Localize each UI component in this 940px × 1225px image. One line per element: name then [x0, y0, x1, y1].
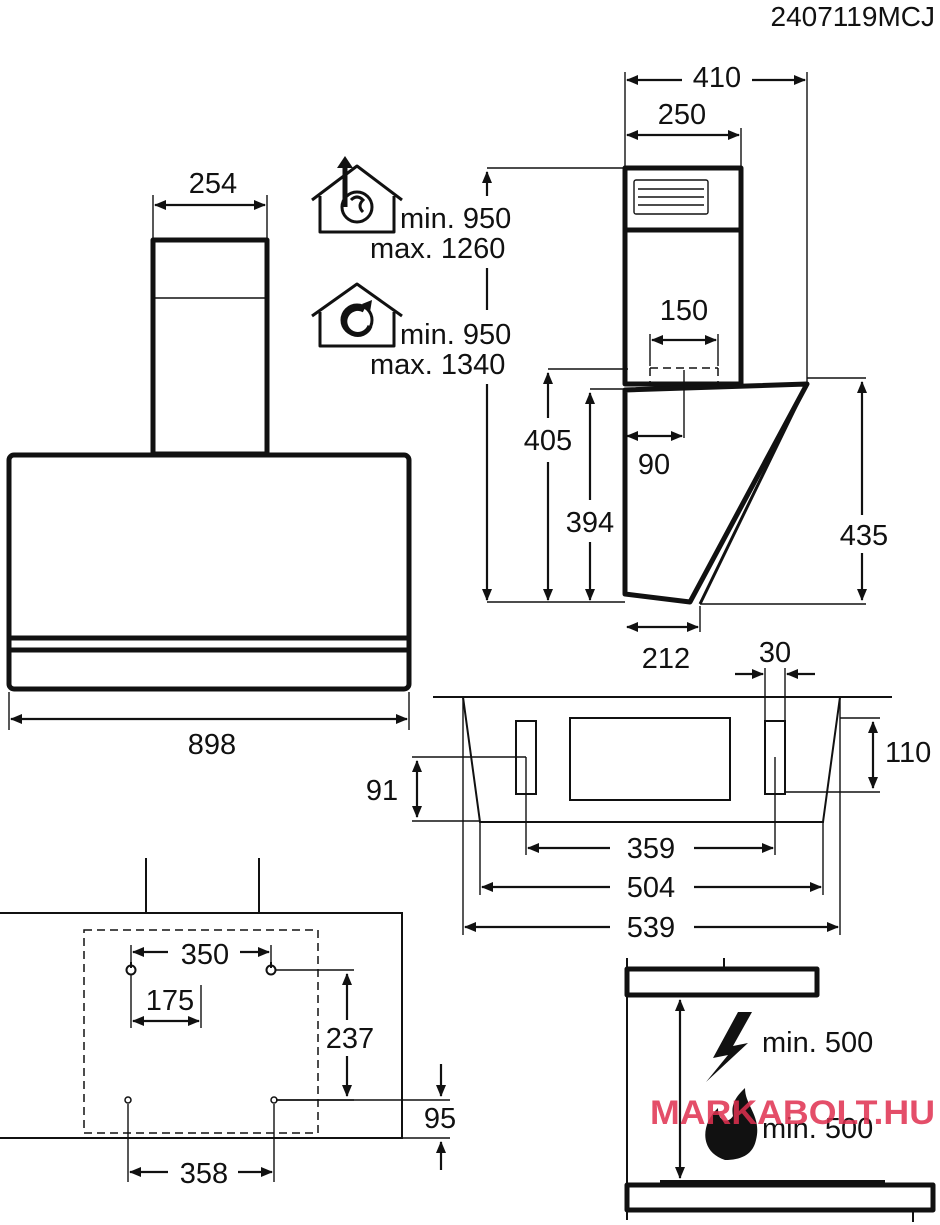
hood-body: [6, 452, 412, 692]
lower-span-label: 358: [180, 1158, 228, 1190]
outlet-offset-label: 90: [638, 449, 670, 481]
house-extraction-icon: [311, 156, 403, 234]
bottom-width-label: 504: [627, 872, 675, 904]
front-view: 254 898: [6, 168, 412, 761]
total-width-label: 898: [188, 729, 236, 761]
extraction-max-label: max. 1260: [370, 233, 505, 265]
hood-top-outline: [462, 696, 841, 823]
half-span-label: 175: [146, 985, 194, 1017]
chimney-width-label: 254: [189, 168, 237, 200]
lightning-icon: [706, 1012, 752, 1082]
chimney-top: [622, 165, 744, 233]
screw-hole-left: [124, 1096, 132, 1104]
hood-side-body: [622, 381, 810, 605]
outlet-grill: [633, 179, 709, 215]
height-inner-label: 394: [566, 507, 614, 539]
hob-surface: [660, 1180, 885, 1186]
top-width-label: 539: [627, 912, 675, 944]
height-left-label: 405: [524, 425, 572, 457]
recirculation-max-label: max. 1340: [370, 349, 505, 381]
top-depth-label: 410: [693, 62, 741, 94]
cooktop: [624, 1182, 936, 1213]
bracket-height-label: 91: [366, 775, 398, 807]
document-code: 2407119MCJ: [771, 1, 935, 32]
gas-min-label: min. 500: [762, 1113, 873, 1145]
watermark: MARKABOLT.HU: [650, 1094, 935, 1132]
house-recirculation-icon: [311, 282, 403, 348]
bottom-depth-label: 212: [642, 643, 690, 675]
electric-min-label: min. 500: [762, 1027, 873, 1059]
flame-icon: [705, 1088, 758, 1160]
inner-span-label: 359: [627, 833, 675, 865]
rear-panel: [0, 912, 403, 1139]
recirculation-min-label: min. 950: [400, 319, 511, 351]
side-view: 410 250 150 90 405 394 435 212: [482, 62, 888, 675]
glass-panel: [698, 383, 809, 605]
slot-height-label: 110: [885, 737, 931, 769]
chimney: [150, 237, 270, 457]
height-right-label: 435: [840, 520, 888, 552]
chimney-depth-label: 250: [658, 99, 706, 131]
clearance-view: min. 500 min. 500: [624, 958, 936, 1222]
extraction-min-label: min. 950: [400, 203, 511, 235]
mounting-view: 350 175 237 95 358: [0, 858, 456, 1190]
hood-bottom-edge: [624, 966, 820, 998]
bottom-offset-label: 95: [424, 1103, 456, 1135]
top-view: 30 110 91 359 504 539: [366, 637, 931, 944]
slot-width-label: 30: [759, 637, 791, 669]
vertical-spacing-label: 237: [326, 1023, 374, 1055]
outlet-width-label: 150: [660, 295, 708, 327]
hole-span-label: 350: [181, 939, 229, 971]
mounting-template: [83, 929, 319, 1134]
chimney-side: [622, 230, 744, 387]
